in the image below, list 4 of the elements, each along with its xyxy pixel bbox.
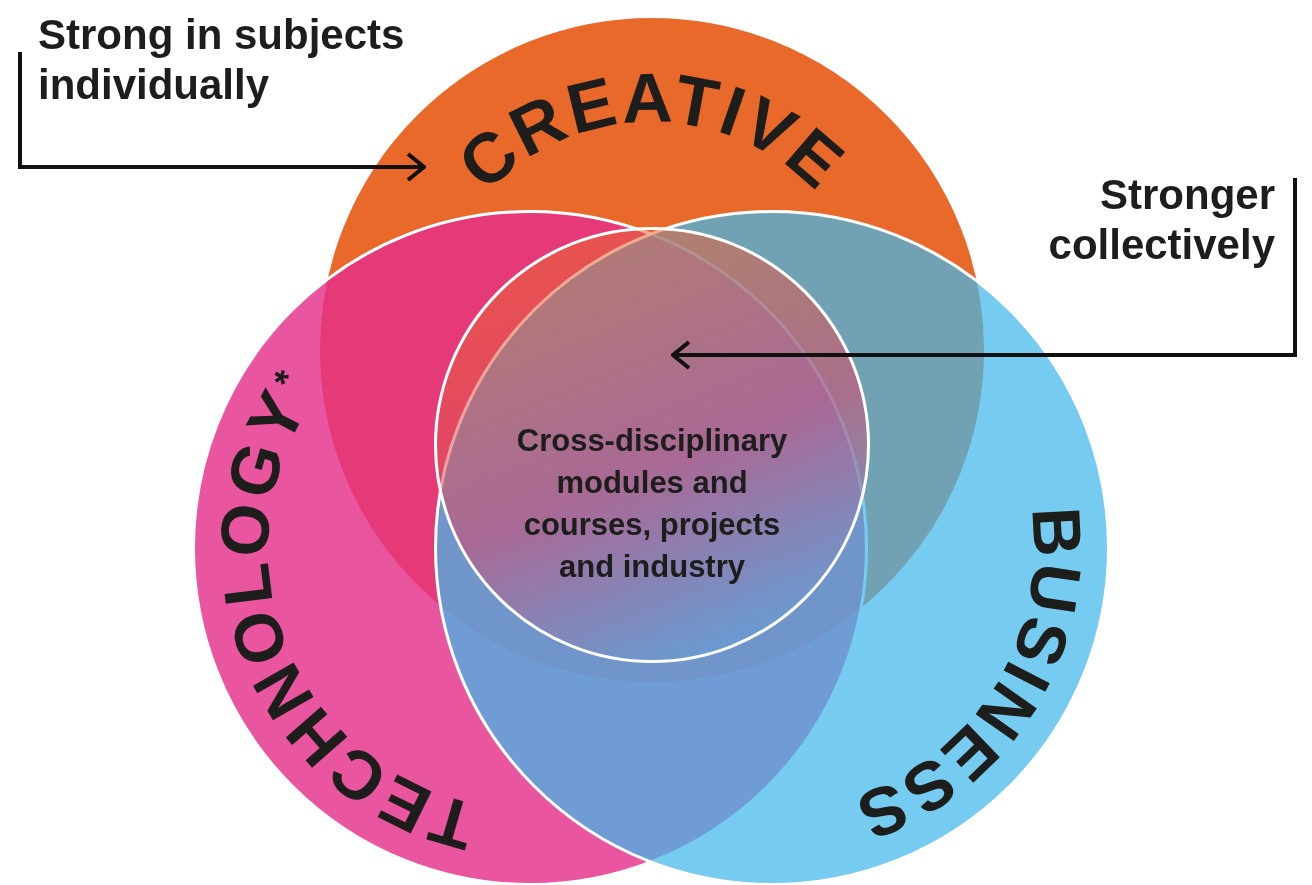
callout-text: Stronger collectively [905, 170, 1275, 270]
leader-arrow [671, 178, 1297, 370]
center-text: Cross-disciplinary modules and courses, projects and industry [515, 422, 789, 586]
leader-arrow [18, 52, 426, 182]
